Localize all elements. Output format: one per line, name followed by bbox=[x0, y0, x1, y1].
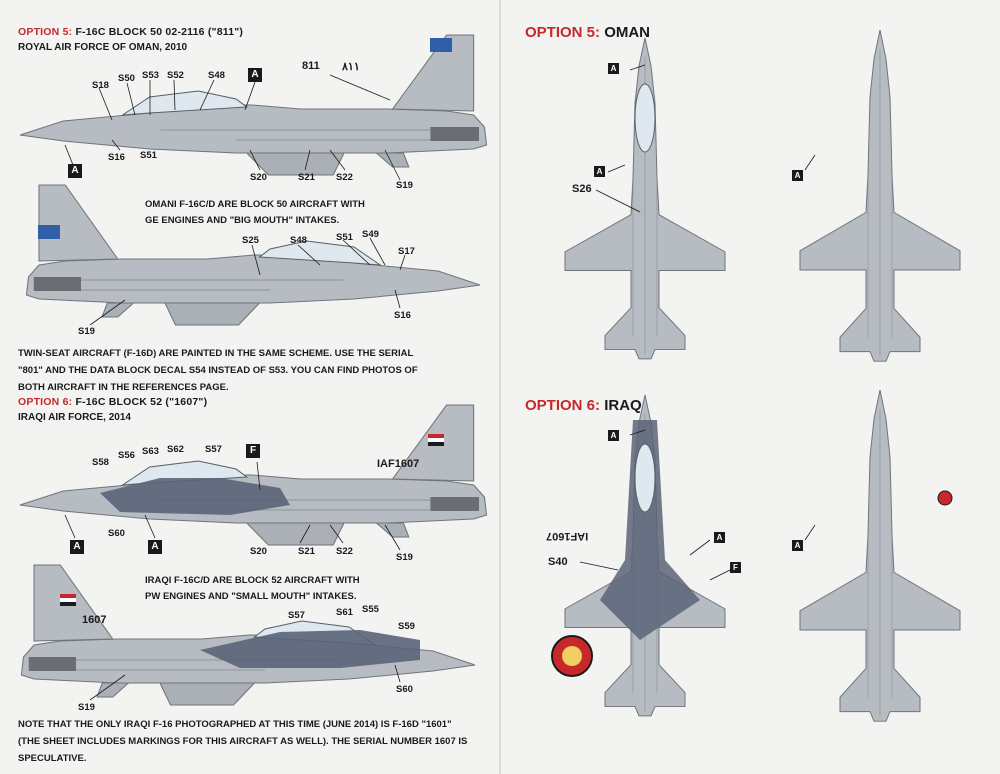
oman-plan-option-label: OPTION 5: bbox=[525, 24, 601, 41]
iraq-side-aircraft: F-16C BLOCK 52 ("1607") bbox=[75, 396, 208, 408]
oman-f16c-side-view bbox=[19, 34, 488, 176]
callout-s16: S16 bbox=[108, 152, 125, 163]
iraq-f16d-side-view bbox=[20, 564, 476, 706]
callout-s51: S51 bbox=[140, 150, 157, 161]
oman-serial: 811 bbox=[302, 60, 320, 72]
callout-d-s16: S16 bbox=[394, 310, 411, 321]
iraq-f16c-side-view bbox=[19, 404, 488, 546]
oman-side-subtitle: ROYAL AIR FORCE OF OMAN, 2010 bbox=[18, 42, 188, 53]
callout-s20: S20 bbox=[250, 172, 267, 183]
callout-d-s61: S61 bbox=[336, 607, 353, 618]
callout-s60: S60 bbox=[108, 528, 125, 539]
iraq-side-option-label: OPTION 6: bbox=[18, 396, 73, 408]
iraq-engine-note: IRAQI F-16C/D ARE BLOCK 52 AIRCRAFT WITH… bbox=[145, 575, 360, 602]
callout-s18: S18 bbox=[92, 80, 109, 91]
oman-bottom-view bbox=[799, 29, 961, 362]
oman-side-aircraft: F-16C BLOCK 50 02-2116 ("811") bbox=[75, 26, 244, 38]
marker-a-oman-plan-1: A bbox=[608, 63, 619, 74]
page-fold bbox=[499, 0, 501, 774]
marker-a-oman-2: A bbox=[68, 164, 82, 178]
callout-d-s19: S19 bbox=[78, 326, 95, 337]
oman-plan-title: OPTION 5: OMAN bbox=[525, 24, 650, 41]
marker-f-iraq-plan: F bbox=[730, 562, 741, 573]
oman-f16d-side-view bbox=[25, 184, 481, 326]
callout-i-s20: S20 bbox=[250, 546, 267, 557]
marker-a-iraq-1: A bbox=[70, 540, 84, 554]
marker-f-iraq: F bbox=[246, 444, 260, 458]
callout-s53: S53 bbox=[142, 70, 159, 81]
callout-s26: S26 bbox=[572, 183, 592, 195]
callout-d-i-s19: S19 bbox=[78, 702, 95, 713]
iraq-plan-serial: IAF1607 bbox=[546, 530, 589, 542]
iraq-plan-option-label: OPTION 6: bbox=[525, 397, 601, 414]
callout-d-s57: S57 bbox=[288, 610, 305, 621]
callout-s63: S63 bbox=[142, 446, 159, 457]
oman-side-title: OPTION 5: F-16C BLOCK 50 02-2116 ("811") bbox=[18, 26, 243, 38]
iraq-bottom-view bbox=[799, 389, 961, 722]
iraq-side-title: OPTION 6: F-16C BLOCK 52 ("1607") bbox=[18, 396, 207, 408]
iraq-side-subtitle: IRAQI AIR FORCE, 2014 bbox=[18, 412, 131, 423]
marker-a-iraq-plan-2: A bbox=[714, 532, 725, 543]
callout-s62: S62 bbox=[167, 444, 184, 455]
callout-s22: S22 bbox=[336, 172, 353, 183]
callout-d-s48: S48 bbox=[290, 235, 307, 246]
callout-s19: S19 bbox=[396, 180, 413, 191]
oman-plan-country: OMAN bbox=[604, 24, 651, 41]
marker-a-iraq-plan-1: A bbox=[608, 430, 619, 441]
oman-fin-emblem bbox=[430, 38, 452, 52]
callout-s52: S52 bbox=[167, 70, 184, 81]
iraq-serial: IAF1607 bbox=[377, 458, 420, 470]
marker-a-iraq-plan-3: A bbox=[792, 540, 803, 551]
iraq-footnote: NOTE THAT THE ONLY IRAQI F-16 PHOTOGRAPH… bbox=[18, 719, 468, 764]
callout-s40: S40 bbox=[548, 556, 568, 568]
iraq-top-view bbox=[551, 394, 726, 717]
callout-d-s55: S55 bbox=[362, 604, 379, 615]
callout-s50: S50 bbox=[118, 73, 135, 84]
callout-i-s22: S22 bbox=[336, 546, 353, 557]
callout-s21: S21 bbox=[298, 172, 315, 183]
twin-seat-note: TWIN-SEAT AIRCRAFT (F-16D) ARE PAINTED I… bbox=[18, 348, 418, 393]
callout-s57: S57 bbox=[205, 444, 222, 455]
callout-i-s19: S19 bbox=[396, 552, 413, 563]
oman-side-option-label: OPTION 5: bbox=[18, 26, 73, 38]
oman-top-view bbox=[564, 37, 726, 360]
callout-d-s25: S25 bbox=[242, 235, 259, 246]
callout-s56: S56 bbox=[118, 450, 135, 461]
iraq-plan-title: OPTION 6: IRAQ bbox=[525, 397, 642, 414]
marker-a-oman-1: A bbox=[248, 68, 262, 82]
leader-lines bbox=[64, 64, 816, 701]
marker-a-oman-plan-3: A bbox=[792, 170, 803, 181]
callout-s48: S48 bbox=[208, 70, 225, 81]
oman-engine-note: OMANI F-16C/D ARE BLOCK 50 AIRCRAFT WITH… bbox=[145, 199, 365, 226]
callout-d-s51: S51 bbox=[336, 232, 353, 243]
callout-s58: S58 bbox=[92, 457, 109, 468]
oman-fin-emblem-2 bbox=[38, 225, 60, 239]
callout-d-s60: S60 bbox=[396, 684, 413, 695]
marker-a-oman-plan-2: A bbox=[594, 166, 605, 177]
iraq-serial-d: 1607 bbox=[82, 614, 107, 626]
callout-d-s17: S17 bbox=[398, 246, 415, 257]
oman-serial-arabic: ٨١١ bbox=[342, 61, 360, 73]
callout-d-s49: S49 bbox=[362, 229, 379, 240]
marker-a-iraq-2: A bbox=[148, 540, 162, 554]
callout-i-s21: S21 bbox=[298, 546, 315, 557]
callout-d-s59: S59 bbox=[398, 621, 415, 632]
iraq-plan-country: IRAQ bbox=[604, 397, 642, 414]
